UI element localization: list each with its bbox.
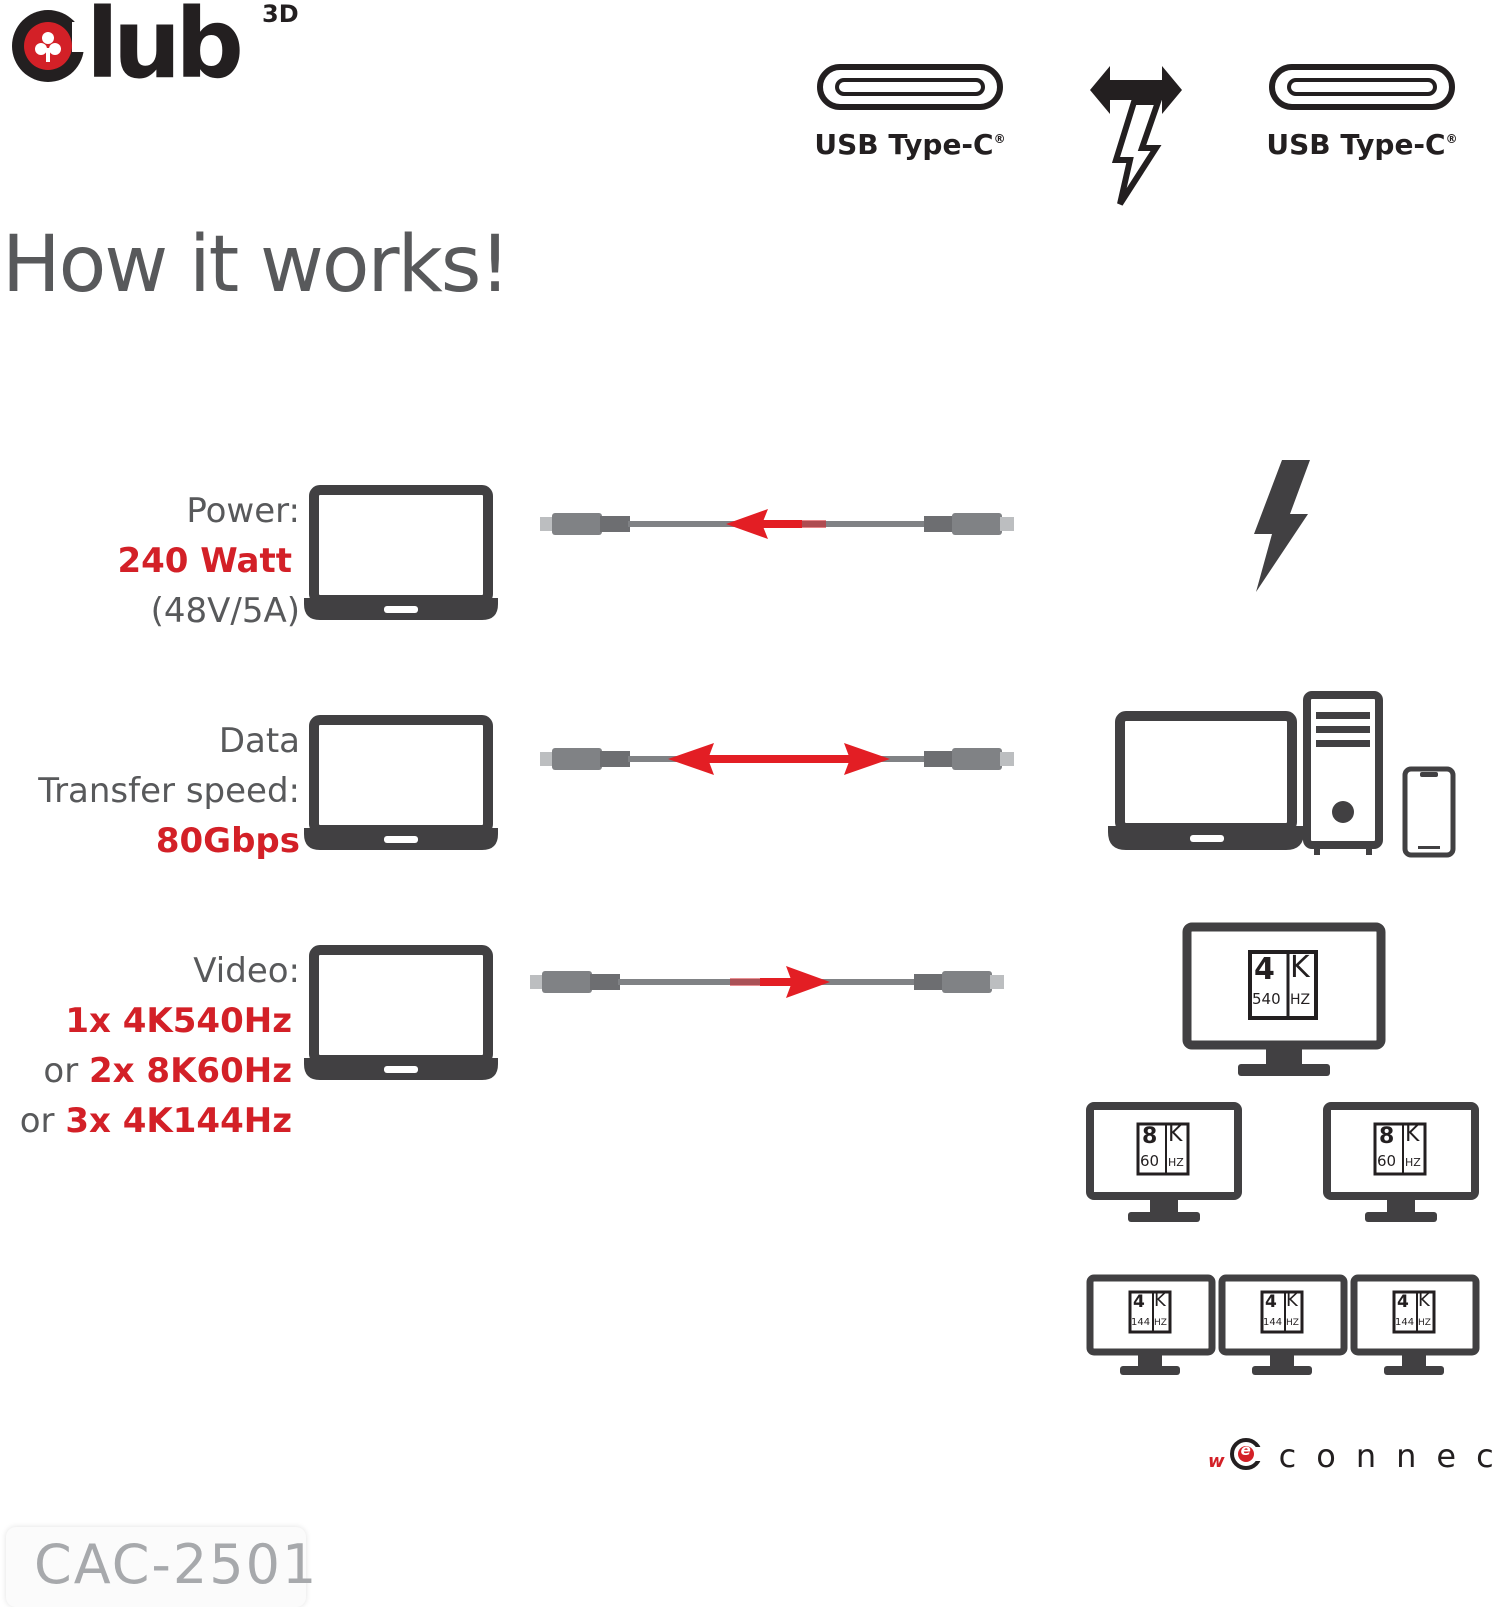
badge-res-letter: K bbox=[1418, 1290, 1430, 1311]
usb-c-port-icon bbox=[817, 64, 1003, 110]
video-option-3-row: or 3x 4K144Hz bbox=[20, 1096, 292, 1146]
model-number: CAC-2501 bbox=[34, 1533, 319, 1596]
usb-c-port-icon bbox=[1269, 64, 1455, 110]
logo-wordmark-visible: lub bbox=[86, 0, 244, 100]
bidirectional-lightning-icon bbox=[1090, 66, 1182, 206]
badge-res-letter: K bbox=[1290, 950, 1310, 985]
usb-c-label-right: USB Type-C® bbox=[1266, 128, 1458, 161]
badge-hz: HZ bbox=[1418, 1318, 1431, 1328]
monitor-icon bbox=[1218, 1274, 1348, 1375]
power-feature-text: Power: 240 Watt (48V/5A) bbox=[117, 486, 300, 636]
resolution-badge: 4 K 144 HZ bbox=[1392, 1290, 1436, 1334]
badge-res: 4 bbox=[1254, 952, 1275, 987]
resolution-badge: 8 K 60 HZ bbox=[1373, 1122, 1427, 1176]
badge-hz: HZ bbox=[1154, 1318, 1167, 1328]
badge-rate: 60 bbox=[1377, 1152, 1397, 1170]
monitor-icon bbox=[1350, 1274, 1480, 1375]
data-value: 80Gbps bbox=[155, 821, 300, 861]
laptop-icon bbox=[304, 715, 498, 850]
badge-frame bbox=[1392, 1290, 1436, 1334]
monitor-icon bbox=[1182, 922, 1386, 1076]
badge-res-letter: K bbox=[1154, 1290, 1166, 1311]
power-value: 240 Watt bbox=[117, 541, 292, 581]
logo-superscript: 3D bbox=[262, 0, 299, 28]
laptop-icon bbox=[304, 945, 498, 1080]
e-emblem-icon bbox=[1229, 1438, 1263, 1470]
resolution-badge: 4 K 144 HZ bbox=[1128, 1290, 1172, 1334]
badge-hz: HZ bbox=[1290, 992, 1311, 1008]
smartphone-icon bbox=[1402, 766, 1456, 858]
badge-res: 8 bbox=[1142, 1124, 1158, 1149]
tagline-emblem-letter: e bbox=[1240, 1441, 1251, 1459]
badge-hz: HZ bbox=[1405, 1156, 1421, 1169]
badge-rate: 144 bbox=[1131, 1317, 1151, 1328]
badge-frame bbox=[1128, 1290, 1172, 1334]
power-cable bbox=[540, 509, 1014, 539]
model-number-box: CAC-2501 bbox=[6, 1527, 316, 1607]
tagline-prefix: w bbox=[1208, 1451, 1229, 1472]
badge-frame bbox=[1373, 1122, 1427, 1176]
video-option-1: 1x 4K540Hz bbox=[65, 1001, 292, 1041]
video-cable bbox=[530, 966, 1004, 998]
club-logo-icon bbox=[12, 10, 90, 82]
badge-res-letter: K bbox=[1168, 1122, 1183, 1147]
video-option-3: 3x 4K144Hz bbox=[65, 1101, 292, 1141]
weconnect-tagline: we connect bbox=[1208, 1437, 1511, 1475]
video-option-2-row: or 2x 8K60Hz bbox=[20, 1046, 292, 1096]
badge-rate: 144 bbox=[1395, 1317, 1415, 1328]
tagline-word: connect bbox=[1278, 1437, 1511, 1475]
badge-res: 4 bbox=[1397, 1292, 1409, 1312]
badge-rate: 540 bbox=[1252, 990, 1281, 1008]
badge-rate: 60 bbox=[1140, 1152, 1160, 1170]
badge-res-letter: K bbox=[1286, 1290, 1298, 1311]
video-option-2: 2x 8K60Hz bbox=[89, 1051, 292, 1091]
data-label-line1: Data bbox=[218, 721, 300, 761]
badge-res: 4 bbox=[1133, 1292, 1145, 1312]
power-detail: (48V/5A) bbox=[150, 591, 300, 631]
desktop-tower-icon bbox=[1303, 691, 1383, 855]
data-label-line2: Transfer speed: bbox=[38, 771, 300, 811]
badge-rate: 144 bbox=[1263, 1317, 1283, 1328]
page-title: How it works! bbox=[2, 220, 511, 310]
badge-res-letter: K bbox=[1405, 1122, 1420, 1147]
data-cable bbox=[540, 743, 1014, 775]
monitor-icon bbox=[1086, 1102, 1242, 1222]
video-label: Video: bbox=[193, 951, 300, 991]
badge-frame bbox=[1248, 950, 1318, 1020]
badge-res: 4 bbox=[1265, 1292, 1277, 1312]
laptop-icon bbox=[304, 485, 498, 620]
tagline-emblem: e bbox=[1229, 1437, 1263, 1471]
laptop-icon bbox=[1108, 711, 1304, 850]
badge-hz: HZ bbox=[1286, 1318, 1299, 1328]
club3d-logo: club lub 3D bbox=[4, 0, 314, 102]
or-label: or bbox=[19, 1101, 66, 1141]
monitor-icon bbox=[1086, 1274, 1216, 1375]
lightning-icon bbox=[1254, 460, 1310, 592]
badge-frame bbox=[1136, 1122, 1190, 1176]
power-label: Power: bbox=[186, 491, 300, 531]
data-feature-text: Data Transfer speed: 80Gbps bbox=[38, 716, 300, 866]
or-label: or bbox=[43, 1051, 89, 1091]
usb-c-label-left: USB Type-C® bbox=[814, 128, 1006, 161]
resolution-badge: 4 K 144 HZ bbox=[1260, 1290, 1304, 1334]
video-option-1-row: 1x 4K540Hz bbox=[20, 996, 292, 1046]
resolution-badge: 8 K 60 HZ bbox=[1136, 1122, 1190, 1176]
badge-hz: HZ bbox=[1168, 1156, 1184, 1169]
badge-frame bbox=[1260, 1290, 1304, 1334]
video-feature-text: Video: 1x 4K540Hz or 2x 8K60Hz or 3x 4K1… bbox=[20, 946, 300, 1146]
monitor-icon bbox=[1323, 1102, 1479, 1222]
resolution-badge: 4 K 540 HZ bbox=[1248, 950, 1318, 1020]
badge-res: 8 bbox=[1379, 1124, 1395, 1149]
